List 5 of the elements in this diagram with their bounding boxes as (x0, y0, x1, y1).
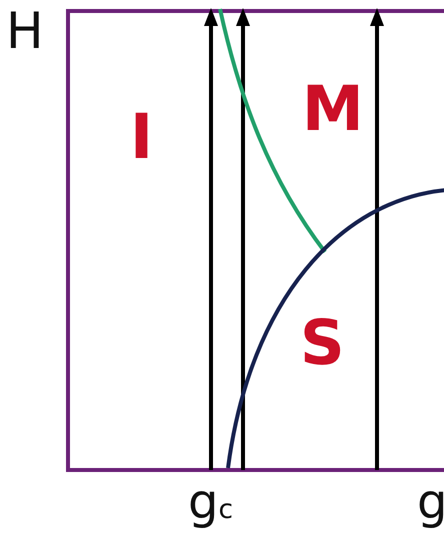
region-label: I (130, 106, 154, 168)
region-label: S (300, 312, 345, 374)
region-label: M (302, 78, 364, 140)
axis-label: H (6, 6, 44, 56)
axis-label: g (417, 478, 444, 526)
